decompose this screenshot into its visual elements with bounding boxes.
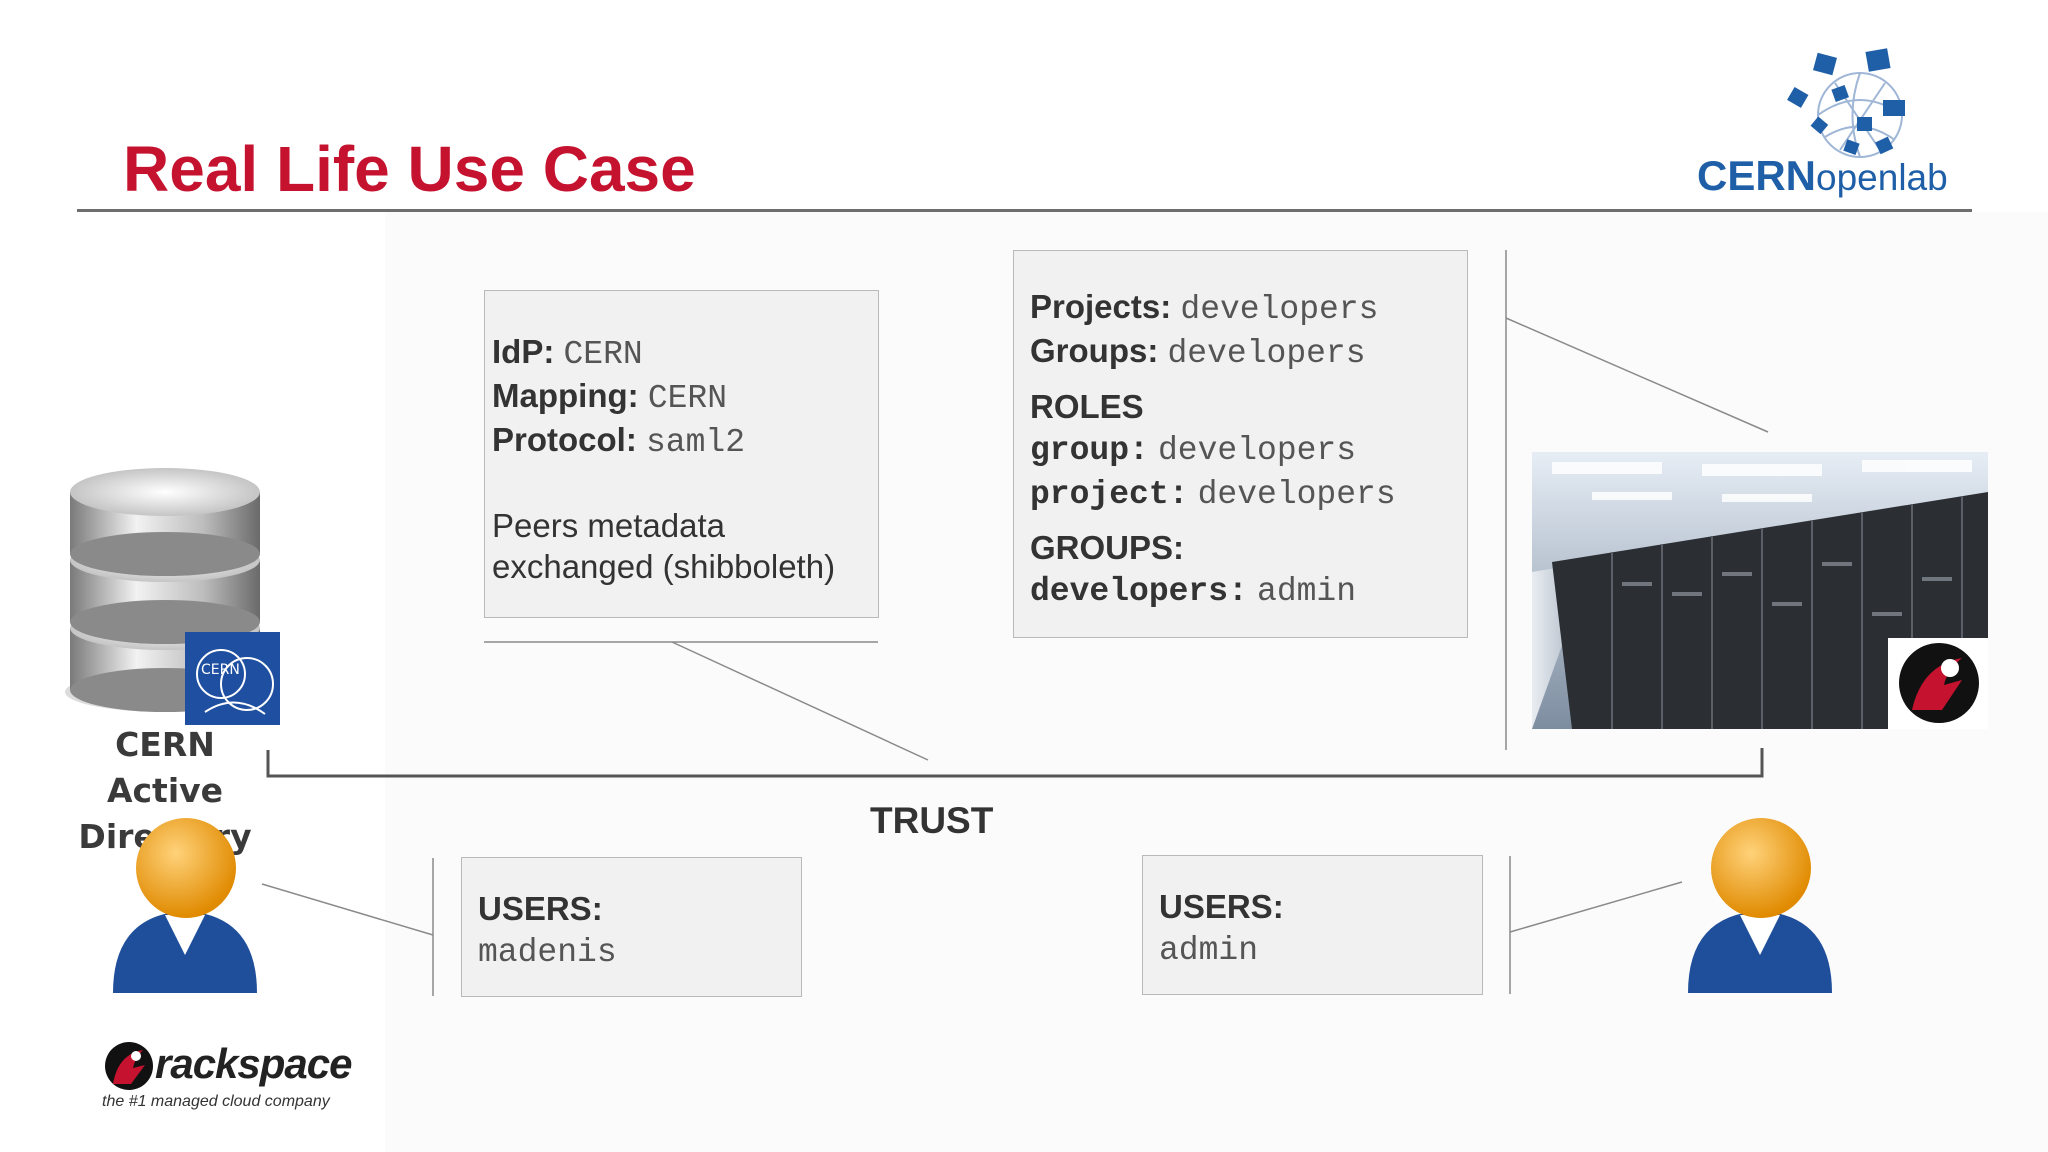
left-users-label: USERS: xyxy=(478,890,603,927)
projects-row: Projects: developers xyxy=(1030,288,1379,328)
cern-badge: CERN xyxy=(185,632,280,725)
rackspace-wordmark: rackspace xyxy=(155,1040,353,1087)
left-users-value: madenis xyxy=(478,934,617,971)
trust-label: TRUST xyxy=(870,800,994,841)
rackspace-logo-icon xyxy=(105,1042,153,1090)
user-icon xyxy=(1688,818,1832,993)
role-project-row: project: developers xyxy=(1030,476,1396,513)
right-users-label: USERS: xyxy=(1159,888,1284,925)
title-divider xyxy=(77,209,1972,212)
rackspace-icon xyxy=(1899,643,1979,723)
left-users-box: USERS: madenis xyxy=(461,857,802,997)
metadata-note-line2: exchanged (shibboleth) xyxy=(492,548,836,585)
openlab-suffix: openlab xyxy=(1816,157,1948,198)
right-users-value: admin xyxy=(1159,932,1259,969)
mapping-row: Mapping: CERN xyxy=(492,377,728,417)
metadata-note-line1: Peers metadata xyxy=(492,507,725,544)
roles-heading: ROLES xyxy=(1030,388,1144,425)
cern-openlab-wordmark: CERNopenlab xyxy=(1697,152,1948,200)
user-icon xyxy=(113,818,257,993)
idp-row: IdP: CERN xyxy=(492,333,643,373)
sp-config-box: Projects: developers Groups: developers … xyxy=(1013,250,1468,638)
trust-bracket xyxy=(266,748,1764,778)
right-users-box: USERS: admin xyxy=(1142,855,1483,995)
protocol-row: Protocol: saml2 xyxy=(492,421,746,461)
role-group-row: group: developers xyxy=(1030,432,1357,469)
groups-row: Groups: developers xyxy=(1030,332,1366,372)
idp-config-box: IdP: CERN Mapping: CERN Protocol: saml2 … xyxy=(484,290,879,618)
slide-title: Real Life Use Case xyxy=(123,133,696,205)
cern-openlab-logo xyxy=(1787,48,1905,158)
cern-badge-text: CERN xyxy=(201,662,240,678)
openlab-brand: CERN xyxy=(1697,152,1817,199)
group-developers-row: developers: admin xyxy=(1030,573,1357,610)
rackspace-tagline: the #1 managed cloud company xyxy=(102,1093,330,1110)
cern-badge-icon xyxy=(196,649,274,715)
database-icon xyxy=(65,468,265,712)
groups-heading: GROUPS: xyxy=(1030,529,1185,566)
